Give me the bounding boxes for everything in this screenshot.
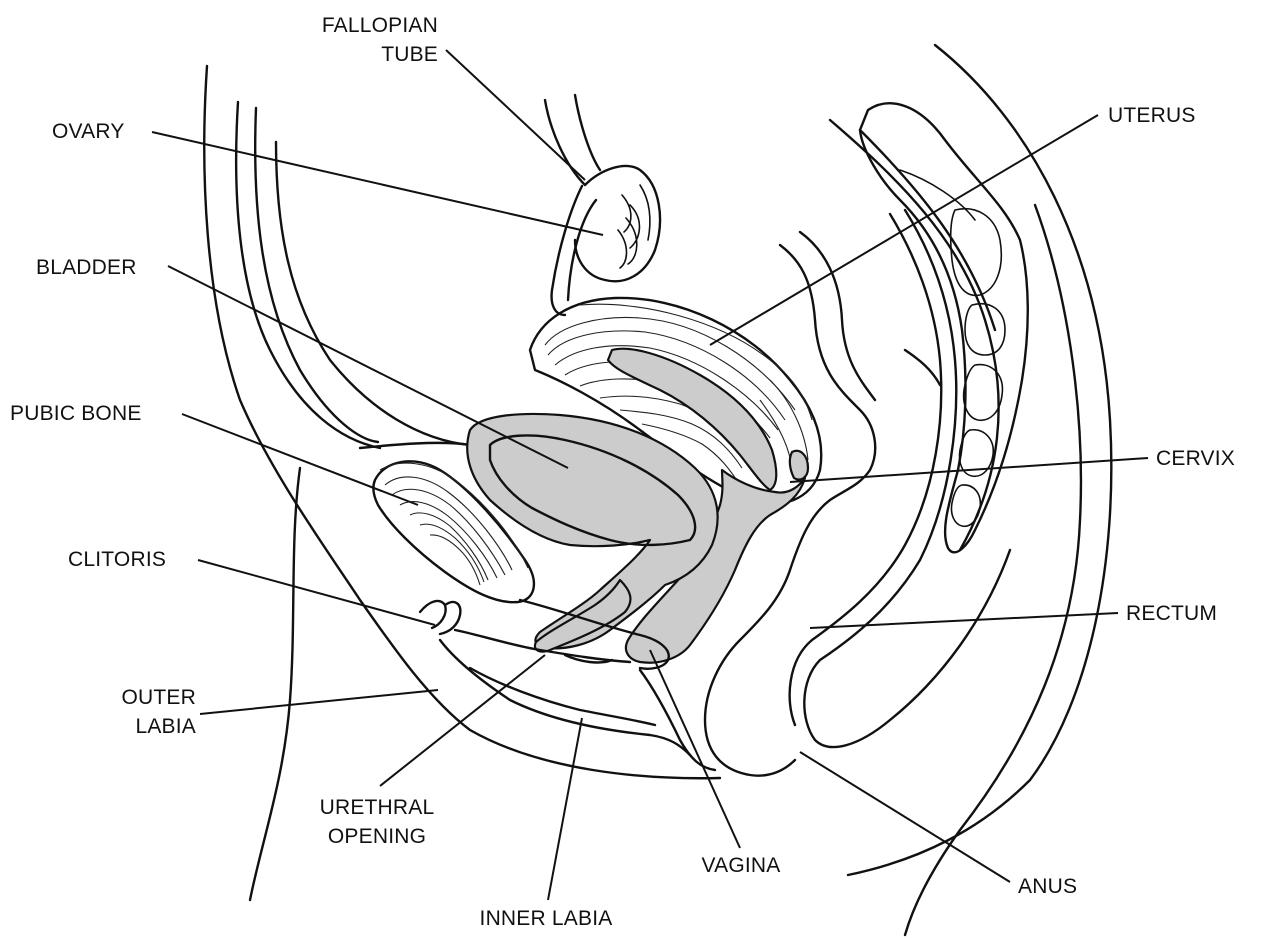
leader-fallopian-tube: [446, 50, 585, 180]
label-ovary: OVARY: [52, 120, 125, 143]
leader-clitoris: [198, 560, 435, 625]
leader-uterus: [710, 115, 1098, 345]
label-anus: ANUS: [1018, 875, 1077, 898]
leader-inner-labia: [548, 718, 582, 900]
label-urethral-opening-line2: OPENING: [328, 825, 426, 848]
leader-ovary: [152, 132, 603, 235]
leader-cervix: [790, 458, 1148, 482]
label-vagina: VAGINA: [702, 854, 781, 877]
label-fallopian-tube-line2: TUBE: [381, 43, 438, 66]
label-urethral-opening-line1: URETHRAL: [320, 796, 435, 819]
leader-outer-labia: [200, 690, 438, 714]
label-outer-labia-line1: OUTER: [122, 686, 197, 709]
leader-rectum: [810, 613, 1118, 628]
label-cervix: CERVIX: [1156, 447, 1235, 470]
label-pubic-bone: PUBIC BONE: [10, 402, 142, 425]
leader-vagina: [650, 650, 740, 848]
label-bladder: BLADDER: [36, 256, 137, 279]
label-uterus: UTERUS: [1108, 104, 1196, 127]
label-rectum: RECTUM: [1126, 602, 1217, 625]
label-clitoris: CLITORIS: [68, 548, 166, 571]
leader-anus: [800, 752, 1010, 882]
label-inner-labia: INNER LABIA: [480, 907, 613, 930]
label-fallopian-tube-line1: FALLOPIAN: [322, 14, 438, 37]
leader-bladder: [168, 266, 568, 468]
leader-urethral-opening: [380, 655, 545, 786]
fallopian-tube-ovary: [545, 95, 660, 315]
leader-pubic-bone: [182, 414, 418, 505]
label-outer-labia-line2: LABIA: [135, 715, 196, 738]
